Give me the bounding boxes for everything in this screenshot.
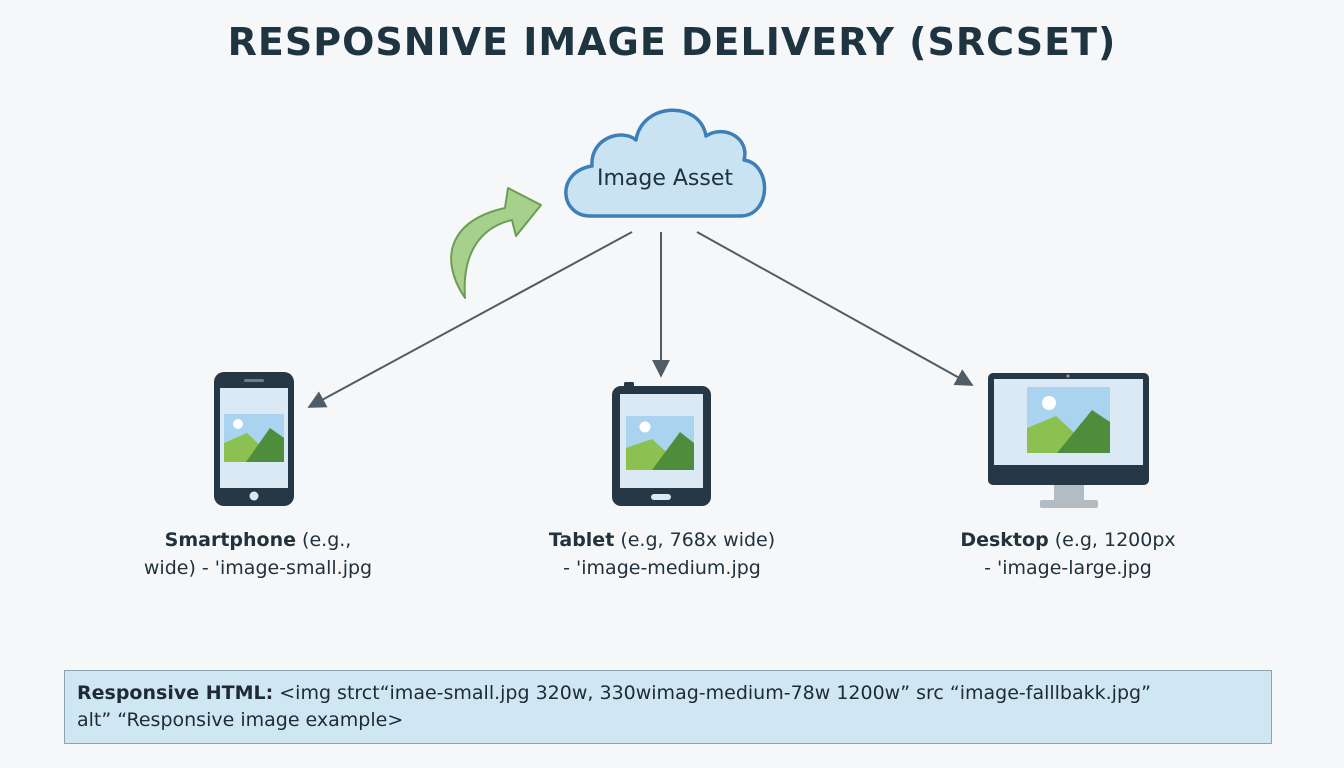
desktop-monitor-icon (988, 373, 1149, 508)
code-label: Responsive HTML: (77, 682, 274, 704)
tablet-icon (612, 382, 711, 506)
smartphone-icon (214, 372, 294, 506)
device-file: - 'image-large.jpg (984, 557, 1152, 579)
arrow-to-desktop (696, 231, 974, 386)
smartphone-label: Smartphone (e.g., wide) - 'image-small.j… (108, 526, 408, 582)
desktop-label: Desktop (e.g, 1200px - 'image-large.jpg (918, 526, 1218, 582)
tablet-label: Tablet (e.g, 768x wide) - 'image-medium.… (512, 526, 812, 582)
arrow-to-smartphone (307, 231, 633, 408)
device-file: - 'image-medium.jpg (563, 557, 761, 579)
device-spec: (e.g, 768x wide) (614, 529, 776, 551)
cloud-label: Image Asset (596, 166, 734, 191)
device-spec: (e.g., (296, 529, 352, 551)
device-name: Desktop (960, 529, 1049, 551)
code-line-1: <img strct“imae-small.jpg 320w, 330wimag… (273, 682, 1151, 704)
page-title: RESPOSNIVE IMAGE DELIVERY (SRCSET) (227, 20, 1117, 64)
green-curved-arrow-icon (450, 187, 542, 299)
device-spec: (e.g, 1200px (1048, 529, 1176, 551)
device-file: wide) - 'image-small.jpg (143, 557, 373, 579)
code-line-2: alt” “Responsive image example> (77, 709, 404, 731)
device-name: Smartphone (164, 529, 297, 551)
device-name: Tablet (548, 529, 615, 551)
responsive-html-code-box: Responsive HTML: <img strct“imae-small.j… (64, 670, 1272, 744)
cloud-icon (564, 108, 767, 218)
